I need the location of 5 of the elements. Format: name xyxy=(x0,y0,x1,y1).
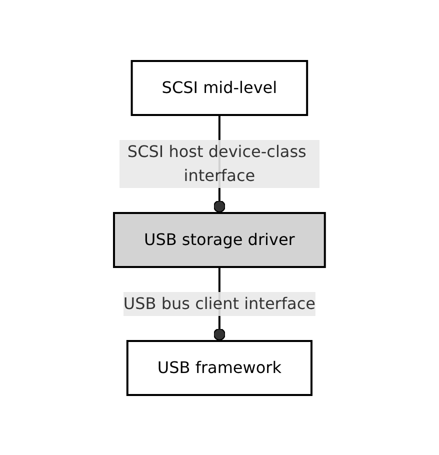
node-box: USB framework xyxy=(126,340,313,396)
edge-label: SCSI host device-class interface xyxy=(127,142,306,184)
node-box: USB storage driver xyxy=(113,212,326,268)
edge-label: USB bus client interface xyxy=(123,294,316,312)
node-box: SCSI mid-level xyxy=(130,60,308,116)
